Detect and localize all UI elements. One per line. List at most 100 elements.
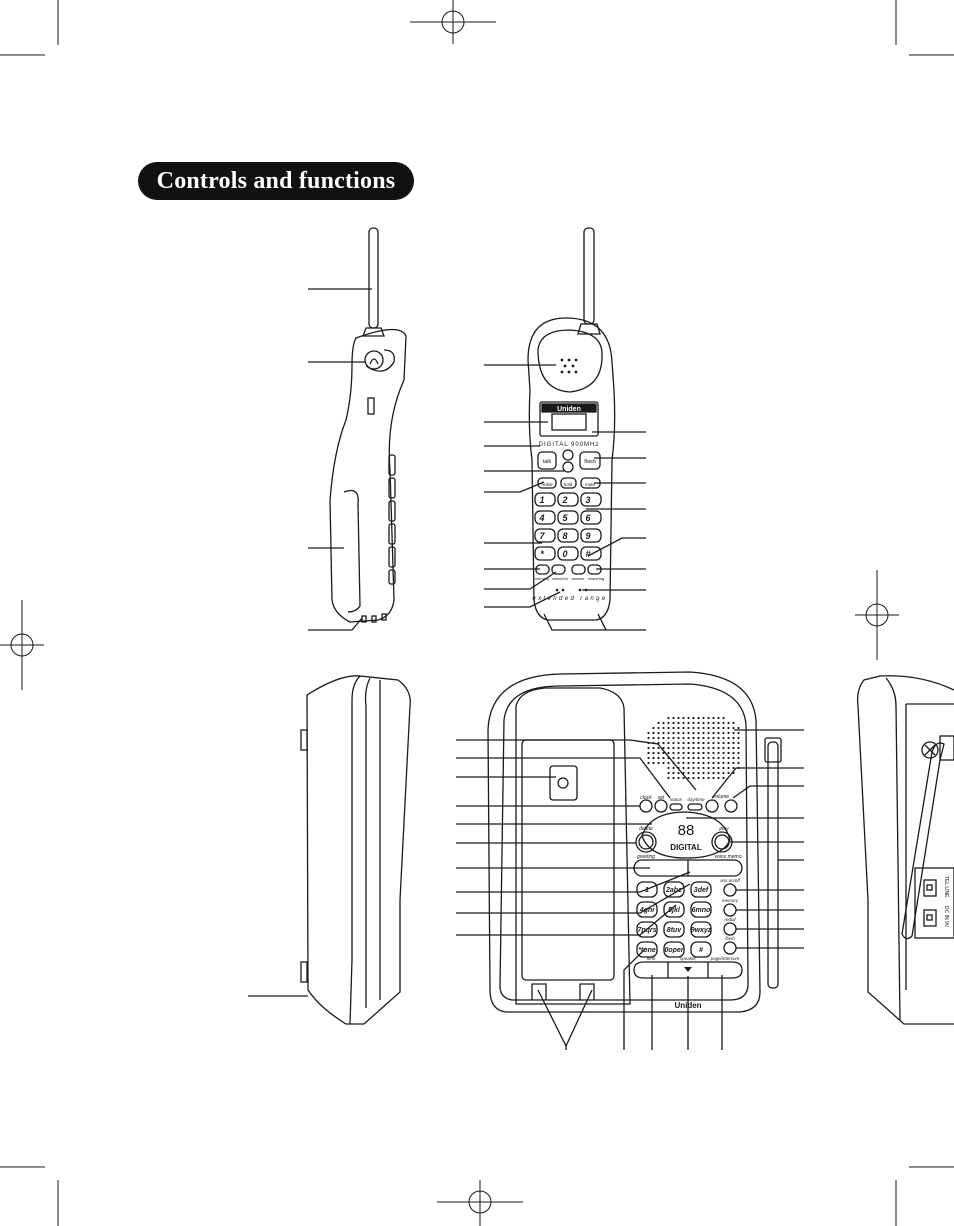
base-antenna [767,741,779,989]
flash-button[interactable] [579,451,601,470]
mute-label: mute [585,482,596,487]
base-brand-logo: Uniden [674,1001,701,1010]
clock-button[interactable] [639,799,653,813]
handset-keypad [534,492,602,561]
base-key-1: 1 [645,887,649,894]
base-key-8: 8tuv [667,927,683,934]
volume-down-button[interactable] [562,461,574,473]
chan-ring-label: chan/ring [588,576,604,581]
redial-base-button[interactable] [723,922,737,936]
hs-key-6: 6 [585,513,591,523]
base-key-4: 4ghi [639,907,655,914]
base-key-star: *tone [638,947,656,954]
flash-label: flash [584,459,596,465]
handset-front-antenna [583,227,595,325]
set-label: set [658,795,665,801]
hs-key-4: 4 [538,513,544,523]
base-right-antenna [901,742,945,940]
hs-key-2: 2 [561,495,567,505]
base-key-7: 7pqrs [637,927,656,934]
hold-button[interactable] [560,477,577,489]
page-intercom-label: page/intercom [710,956,740,961]
status-label: status [670,797,683,802]
base-key-0: 0oper [664,947,684,954]
speaker-grille [640,712,740,782]
jack-panel [914,867,954,939]
volume-label: volume [713,794,729,800]
ans-on-off-button[interactable] [723,883,737,897]
base-left-side-view [248,675,411,1025]
base-right-side-view [856,675,954,1025]
digital-display-panel [641,811,731,859]
volume-up-base-button[interactable] [724,799,738,813]
handset-side-view [308,227,407,631]
earpiece-holes [560,358,578,374]
memory-label: memory [722,898,739,903]
tone-label: tone [647,956,656,961]
handset-side-body [329,328,407,623]
handset-side-antenna [368,227,379,329]
day-time-button[interactable] [687,803,703,811]
set-button[interactable] [654,799,668,813]
dc-in-label: DC IN 9V [943,906,949,928]
memory-label-hs: memory [535,576,549,581]
cradle-hook [549,765,578,801]
day-time-label: day/time [687,797,705,802]
memory-button[interactable] [723,903,737,917]
handset-display [539,401,599,437]
handset-front-body [527,317,616,621]
registration-mark-left [0,600,44,690]
talk-button[interactable] [537,451,557,470]
base-key-6: 6mno [692,907,711,914]
handset-cradle [515,687,631,1005]
redial-button[interactable] [537,477,557,489]
bottom-button-bar [633,961,743,979]
base-key-9: 9wxyz [691,927,712,934]
delete-label: delete [639,826,653,832]
registration-mark-bottom [437,1180,523,1226]
base-key-3: 3def [694,887,709,894]
flash-base-label: flash [725,936,735,941]
section-title-pill: Controls and functions [138,162,414,200]
volume-up-button[interactable] [562,449,574,461]
headset-jack-icon [364,350,384,370]
speaker-label: speaker [680,956,697,961]
answer-label: answer [572,576,586,581]
hold-label: hold [564,482,573,487]
volume-down-base-button[interactable] [705,799,719,813]
status-led [669,803,683,811]
greeting-label: greeting [637,854,655,860]
ans-on-off-label: ans on/off [720,878,741,883]
flash-base-button[interactable] [723,941,737,955]
digital-label: DIGITAL [670,843,702,852]
redial-base-label: redial [724,917,736,922]
clock-label: clock [640,795,652,801]
speaker-down-arrow-icon [684,967,692,972]
extended-range-label: extended range [532,596,607,602]
page-title: Controls and functions [156,167,396,194]
delete-button[interactable] [635,831,657,853]
voice-memo-label: voice memo [715,854,742,860]
hs-key-8: 8 [562,531,567,541]
base-key-2: 2abc [665,887,682,894]
base-left-body [306,675,411,1025]
hs-key-9: 9 [585,531,590,541]
hs-key-0: 0 [562,549,567,559]
handset-model-text: DIGITAL 900MHz [539,442,600,448]
base-keypad [636,881,712,958]
speaker-grille-dots [647,716,740,780]
handset-side-keys [388,454,396,585]
hs-key-7: 7 [539,531,545,541]
registration-mark-right [855,570,899,660]
play-label: play [718,826,729,832]
handset-brand-logo: Uniden [557,406,581,413]
select-ch-label: select/ch [552,576,568,581]
base-right-body [856,675,954,1025]
base-key-5: 5jkl [668,907,681,914]
base-key-hash: # [699,947,703,954]
handset-front-view [484,227,646,631]
tel-line-label: TEL LINE [943,876,949,898]
hs-key-5: 5 [562,513,568,523]
message-counter: 88 [678,822,695,839]
